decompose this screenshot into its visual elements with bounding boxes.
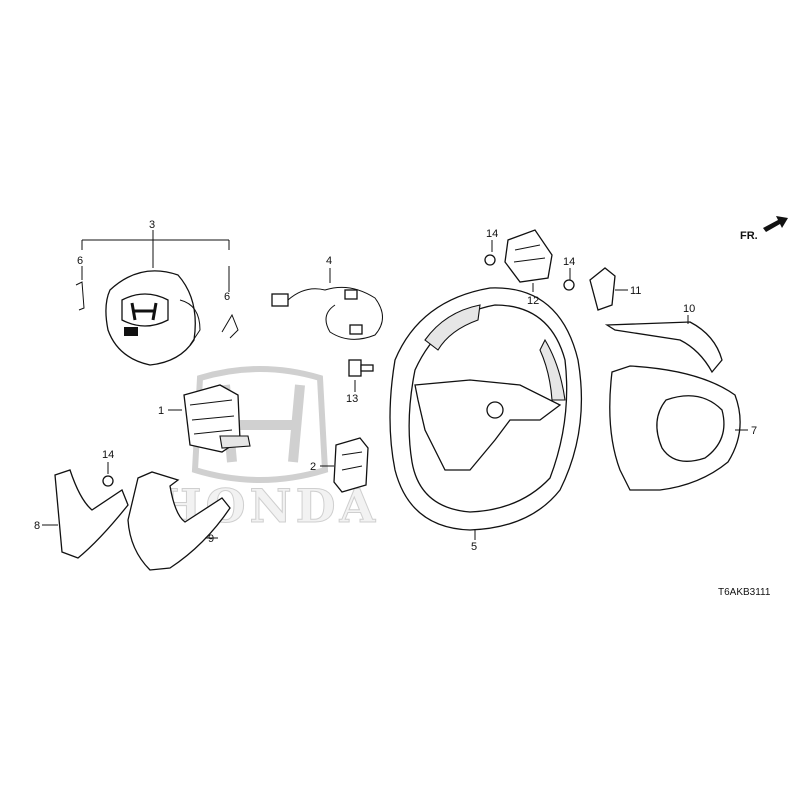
callout-3: 3 [149, 219, 155, 231]
part-screw-c [102, 462, 114, 487]
part-lower-garnish-left [42, 469, 129, 559]
callout-2: 2 [310, 461, 316, 473]
callout-7: 7 [751, 425, 757, 437]
part-rear-cover [609, 365, 748, 491]
part-switch-right [320, 437, 369, 493]
part-paddle-right [589, 267, 628, 311]
part-bolt [348, 359, 374, 392]
callout-13: 13 [346, 393, 358, 405]
part-steering-wheel [389, 287, 583, 540]
callout-14-c: 14 [102, 449, 114, 461]
callout-8: 8 [34, 520, 40, 532]
part-screw-b [563, 268, 575, 291]
part-garnish [604, 315, 723, 374]
part-harness [271, 268, 383, 340]
callout-6-left: 6 [77, 255, 83, 267]
part-lower-garnish-right [127, 471, 231, 571]
callout-5: 5 [471, 541, 477, 553]
callout-11: 11 [630, 285, 641, 297]
part-clip-left [75, 266, 85, 311]
callout-10: 10 [683, 303, 695, 315]
part-code: T6AKB3111 [718, 587, 771, 598]
callout-9: 9 [208, 533, 214, 545]
callout-12: 12 [527, 295, 539, 307]
front-direction-indicator: FR. [740, 216, 788, 242]
callout-labels: 3 6 6 4 13 1 2 14 14 14 12 11 10 7 5 8 9 [34, 219, 757, 553]
callout-4: 4 [326, 255, 332, 267]
part-clip-right [221, 266, 239, 339]
front-label: FR. [740, 230, 758, 242]
callout-1: 1 [158, 405, 164, 417]
part-paddle-left [504, 229, 553, 292]
part-airbag [81, 230, 230, 366]
front-arrow-icon [763, 216, 788, 232]
part-screw-a [484, 240, 496, 266]
callout-14-b: 14 [563, 256, 575, 268]
callout-14-a: 14 [486, 228, 498, 240]
callout-6-right: 6 [224, 291, 230, 303]
part-switch-left [168, 384, 251, 453]
